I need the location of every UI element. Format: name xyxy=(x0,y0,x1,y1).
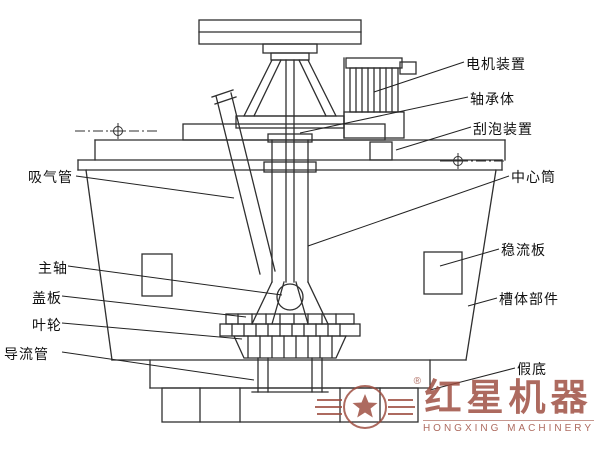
label-tank-body-part: 槽体部件 xyxy=(499,291,559,307)
tank-body xyxy=(85,169,497,361)
suction-pipe xyxy=(211,89,276,275)
machine-base xyxy=(149,359,431,423)
impeller xyxy=(219,323,361,359)
label-bearing-body: 轴承体 xyxy=(470,91,515,107)
guide-tube xyxy=(251,357,329,393)
label-suction-pipe: 吸气管 xyxy=(28,169,73,185)
shaft-yoke xyxy=(251,281,329,325)
label-false-bottom: 假底 xyxy=(517,361,547,377)
bell-housing xyxy=(235,59,345,129)
leader-lines xyxy=(61,61,516,391)
top-beam xyxy=(198,19,362,61)
centerline-markers xyxy=(75,123,505,169)
label-foam-scraper: 刮泡装置 xyxy=(473,121,533,137)
label-guide-pipe: 导流管 xyxy=(4,346,49,362)
label-cover-plate: 盖板 xyxy=(32,290,62,306)
label-motor-device: 电机装置 xyxy=(466,56,526,72)
label-flow-stabilizer: 稳流板 xyxy=(501,242,546,258)
label-impeller: 叶轮 xyxy=(32,317,62,333)
motor-unit xyxy=(343,57,417,139)
label-center-cylinder: 中心筒 xyxy=(511,169,556,185)
platform-deck xyxy=(77,123,506,171)
label-main-shaft: 主轴 xyxy=(38,260,68,276)
center-cylinder-shaft xyxy=(263,59,317,283)
cover-plate xyxy=(225,313,355,325)
